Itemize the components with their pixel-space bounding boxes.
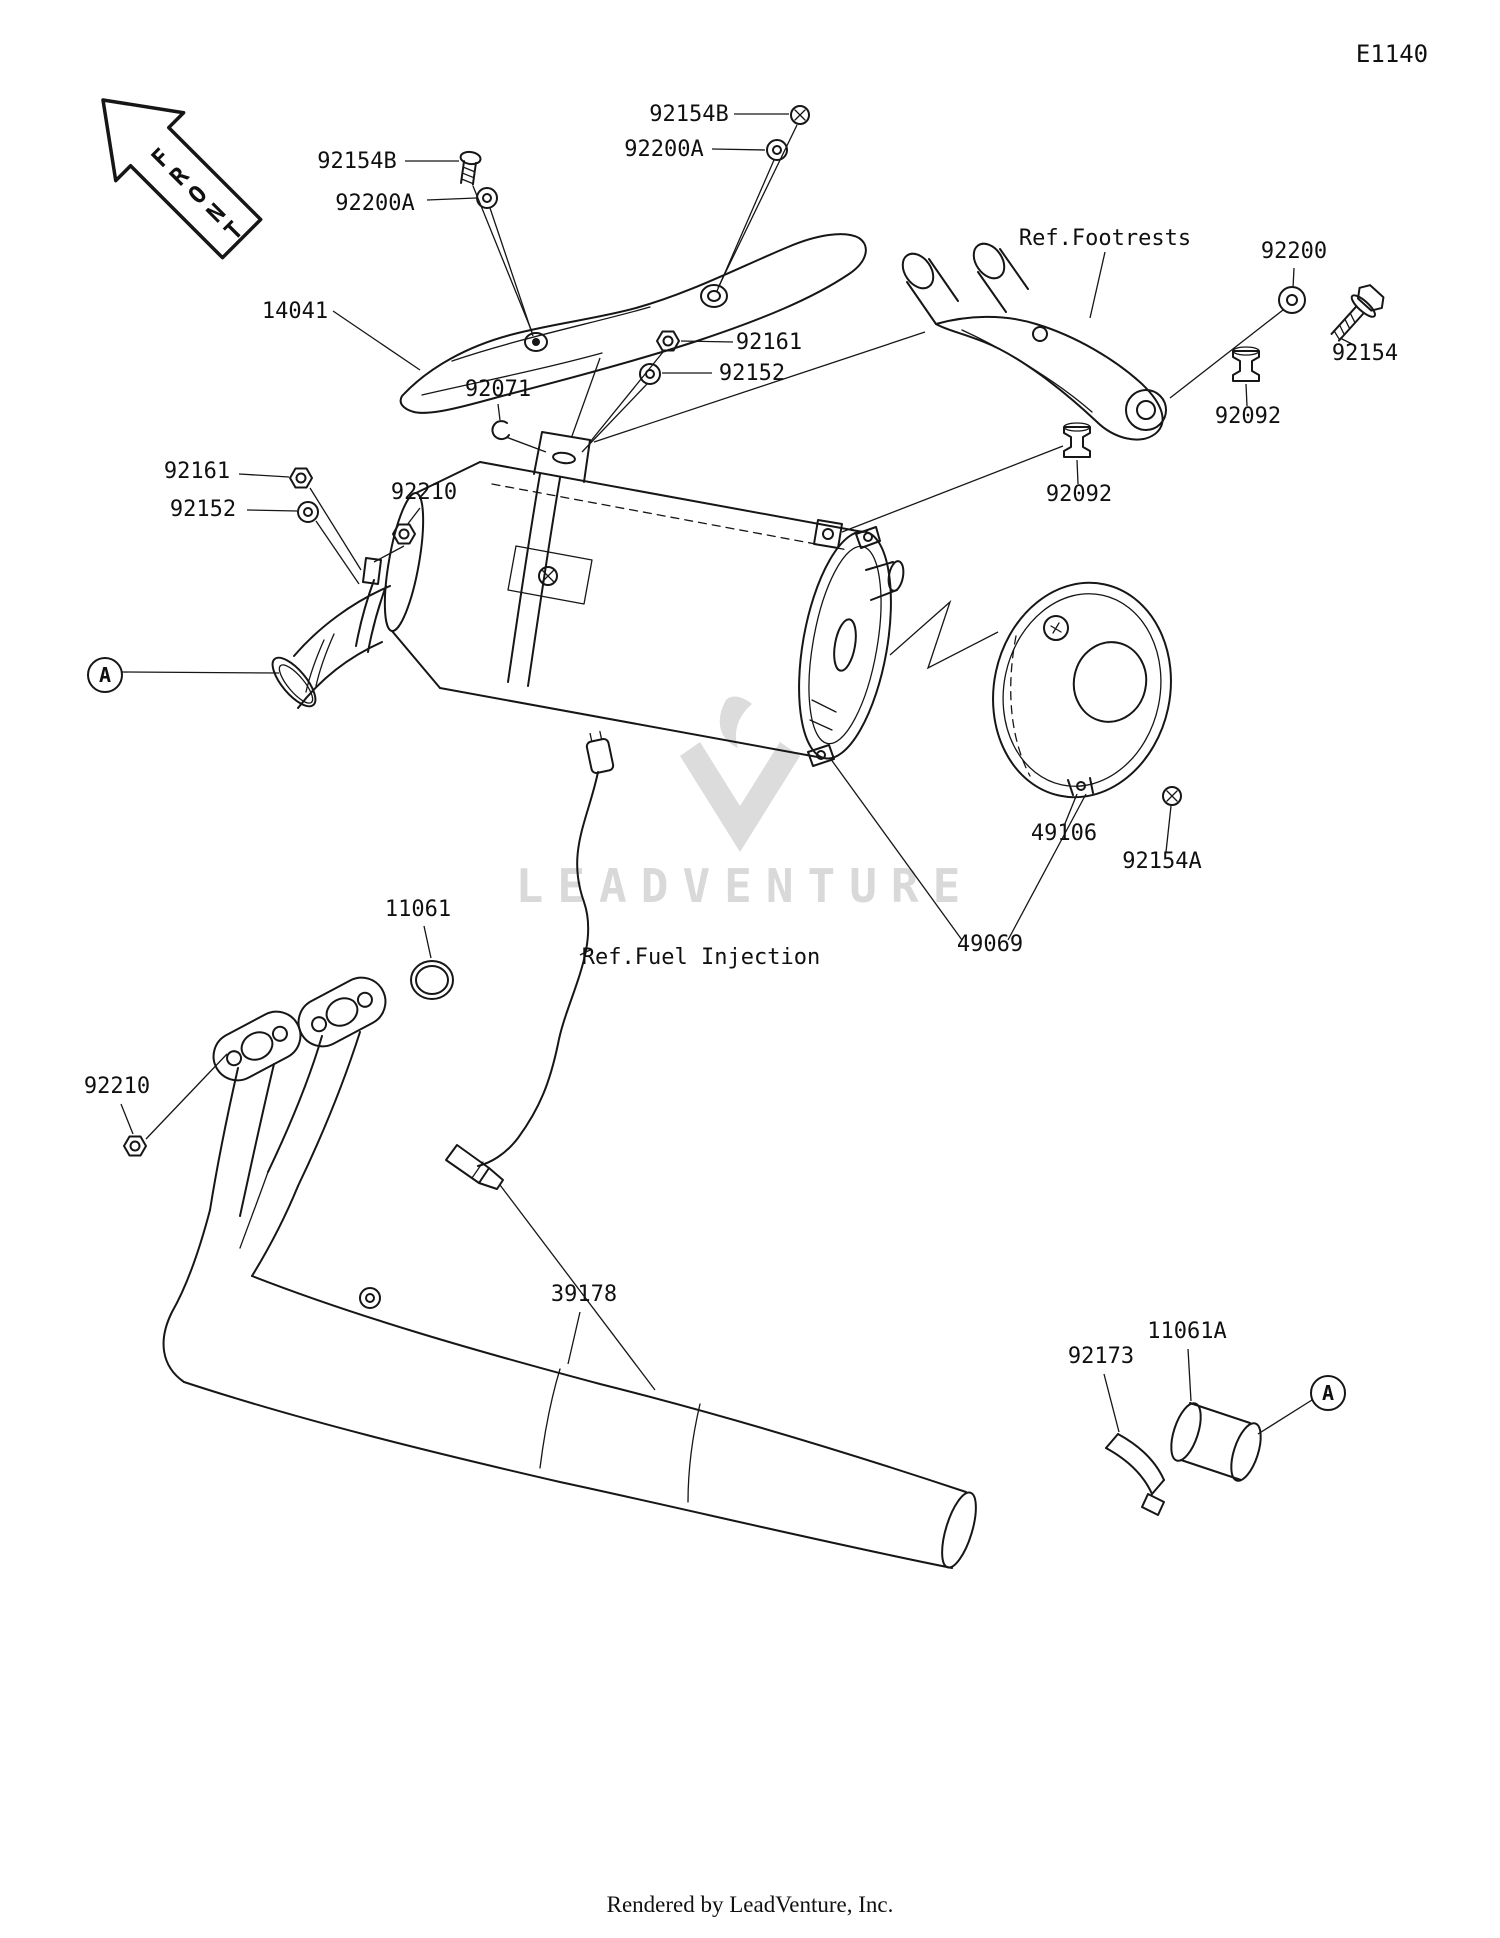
part-label-92210-lower: 92210 [84, 1074, 150, 1099]
oxygen-sensor-cable [445, 730, 615, 1190]
oxygen-sensor-body [445, 1144, 504, 1190]
part-labels: 92154B 92200A 92154B 92200A 14041 Ref.Fo… [84, 102, 1398, 1369]
heat-shield-fasteners [459, 105, 810, 441]
leadventure-watermark: LEADVENTURE [516, 696, 975, 913]
nut-92161-upper [656, 330, 680, 352]
clip-92071 [491, 420, 510, 441]
damper-92092-right [1232, 346, 1260, 382]
part-label-92092-right: 92092 [1215, 404, 1281, 429]
part-label-92200a-top: 92200A [624, 137, 703, 162]
muffler-front-hanger-tab [813, 519, 843, 549]
header-flange-lower [212, 1010, 302, 1082]
sensor-connector [585, 730, 615, 775]
part-label-92161-upper: 92161 [736, 330, 802, 355]
part-label-14041: 14041 [262, 299, 328, 324]
leadventure-flame-icon [719, 696, 752, 748]
nut-92210-lower [123, 1135, 147, 1157]
watermark-text: LEADVENTURE [516, 859, 975, 913]
muffler-hanger-bracket [533, 431, 591, 483]
sleeve-11061a [1170, 1402, 1262, 1482]
part-label-49106: 49106 [1031, 821, 1097, 846]
part-label-92210-upper: 92210 [391, 480, 457, 505]
part-label-92154: 92154 [1332, 341, 1398, 366]
bolt-92154b-left [459, 150, 482, 186]
washer-92200a-top [766, 139, 788, 161]
leader-lines [120, 113, 1353, 1435]
nut-92210-upper [392, 523, 416, 545]
part-label-92071: 92071 [465, 377, 531, 402]
ref-fuel-injection-label: Ref.Fuel Injection [582, 945, 820, 970]
header-flange-upper [297, 976, 387, 1048]
diagram-code: E1140 [1356, 40, 1428, 68]
end-cap-outlet-hole [1072, 641, 1148, 723]
front-arrow-icon [101, 98, 263, 260]
part-label-49069: 49069 [957, 932, 1023, 957]
end-cap-emblem [1043, 615, 1069, 641]
muffler-face-details [807, 526, 905, 767]
face-to-cap-zigzag [889, 599, 999, 670]
washer-92152-left [297, 501, 319, 523]
ref-footrests-label: Ref.Footrests [1019, 226, 1191, 251]
part-label-11061: 11061 [385, 897, 451, 922]
part-label-92152-upper: 92152 [719, 361, 785, 386]
exhaust-header-pipe-39178 [162, 976, 977, 1569]
shield-mount-hole [524, 332, 548, 352]
part-label-92154b-left: 92154B [317, 149, 396, 174]
screw-92154b-top [790, 105, 810, 125]
part-label-11061a: 11061A [1147, 1319, 1226, 1344]
marker-a1-text: A [99, 663, 111, 687]
damper-92092-lower [1063, 422, 1091, 458]
gasket-11061 [410, 960, 454, 1000]
nut-92161-left [289, 467, 313, 489]
muffler-inlet-pipe [271, 585, 391, 709]
clamp-92173 [1105, 1433, 1165, 1516]
connection-marker-a2: A [1310, 1375, 1346, 1411]
muffler-assembly [383, 431, 905, 767]
part-label-92161-left: 92161 [164, 459, 230, 484]
part-label-92200: 92200 [1261, 239, 1327, 264]
part-label-92173: 92173 [1068, 1344, 1134, 1369]
part-label-92200a-left: 92200A [335, 191, 414, 216]
part-label-39178: 39178 [551, 1282, 617, 1307]
shield-mount-hole [700, 284, 728, 308]
heat-shield-14041 [399, 233, 867, 414]
part-label-92154b-top: 92154B [649, 102, 728, 127]
part-label-92154a: 92154A [1122, 849, 1201, 874]
marker-a2-text: A [1322, 1381, 1334, 1405]
connection-marker-a1: A [87, 657, 123, 693]
footer-credit: Rendered by LeadVenture, Inc. [607, 1892, 894, 1917]
muffler-end-cap-49106 [992, 581, 1172, 799]
part-label-92092-lower: 92092 [1046, 482, 1112, 507]
screw-92154a [1162, 786, 1182, 806]
bracket-boss-hole [1125, 389, 1167, 431]
pipe-bracket-hole [359, 1287, 381, 1309]
footrest-bracket [901, 242, 1167, 441]
pipe-clamp-band [355, 557, 387, 653]
bolt-92154 [1330, 284, 1385, 342]
leadventure-logo-icon [680, 742, 800, 852]
muffler-plate-detail [507, 545, 593, 605]
front-direction-arrow: F R O N T [101, 98, 263, 260]
washer-92200 [1278, 286, 1306, 314]
part-label-92152-left: 92152 [170, 497, 236, 522]
